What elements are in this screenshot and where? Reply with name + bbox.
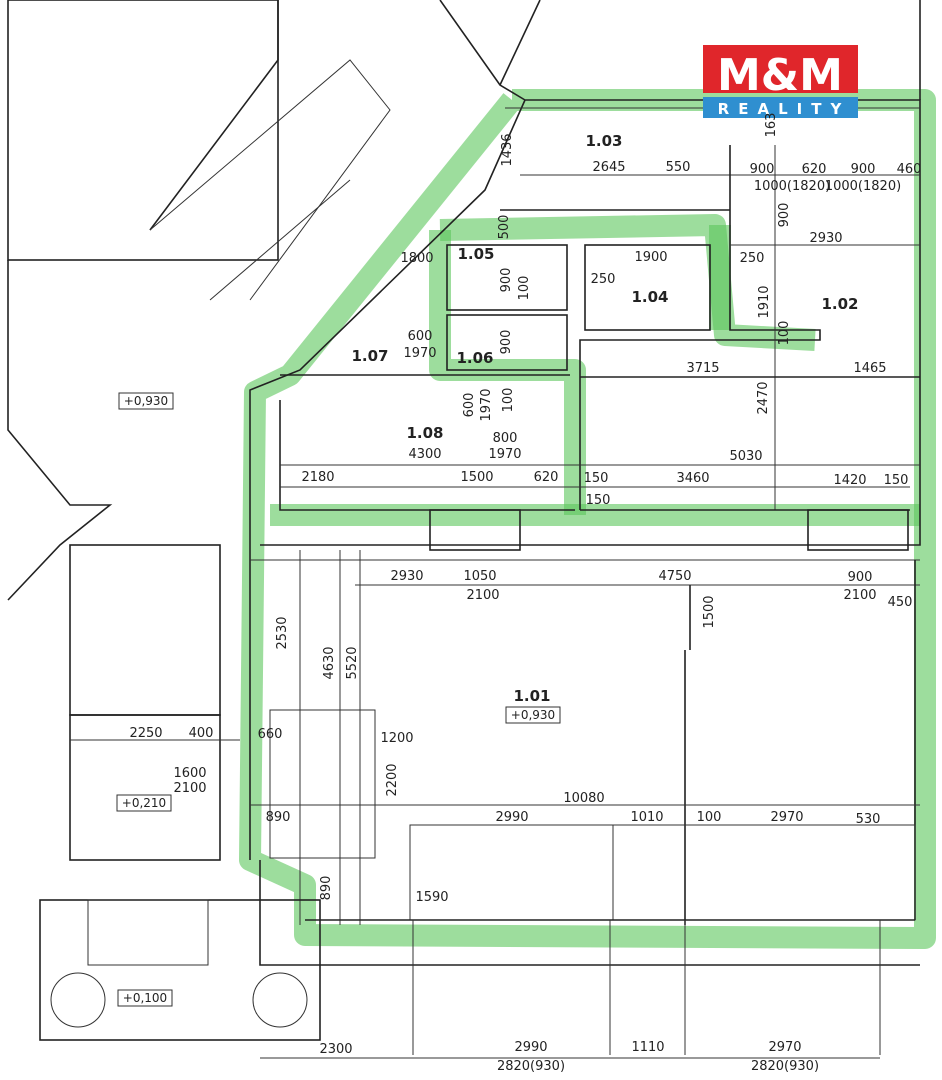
dimension-label-vertical: 100 (517, 276, 532, 301)
dimension-label-vertical: 1910 (757, 285, 772, 318)
dimension-label: 550 (666, 160, 691, 175)
dimension-label: 2180 (301, 470, 334, 485)
room-label: 1.04 (631, 288, 668, 306)
level-box (118, 392, 174, 410)
dimension-label: 1420 (833, 473, 866, 488)
dimension-label-vertical: 2530 (275, 616, 290, 649)
dimension-label: 150 (584, 471, 609, 486)
dimension-label: 1590 (415, 890, 448, 905)
dimension-label-vertical: 163 (764, 113, 779, 138)
dimension-label: 530 (856, 812, 881, 827)
room-label: 1.06 (456, 349, 493, 367)
dimension-label-vertical: 600 (462, 393, 477, 418)
dimension-label: 800 (493, 431, 518, 446)
highlight-outline (239, 89, 936, 949)
dimension-label: 400 (189, 726, 214, 741)
dimension-label: 2100 (466, 588, 499, 603)
level-box (116, 794, 172, 812)
dimension-label: 660 (258, 727, 283, 742)
dimension-label-vertical: 100 (777, 321, 792, 346)
dimension-label: 3715 (686, 361, 719, 376)
dimension-label: 4750 (658, 569, 691, 584)
room-label: 1.05 (457, 245, 494, 263)
dimension-label: 2970 (768, 1040, 801, 1055)
dimension-label: 1970 (403, 346, 436, 361)
dimension-label: 1500 (460, 470, 493, 485)
dimension-label-vertical: 4630 (322, 646, 337, 679)
room-label: 1.01 (513, 687, 550, 705)
logo-name: M&M (717, 50, 843, 101)
dimension-label: 900 (750, 162, 775, 177)
level-marker: +0,930 (511, 708, 555, 722)
dimension-label: 150 (586, 493, 611, 508)
dimension-label: 1800 (400, 251, 433, 266)
dimension-label: 1600 (173, 766, 206, 781)
dimension-label: 2930 (809, 231, 842, 246)
room-label: 1.02 (821, 295, 858, 313)
dimension-label: 2100 (843, 588, 876, 603)
dimension-label: 900 (851, 162, 876, 177)
dimension-label: 1010 (630, 810, 663, 825)
dimension-label: 2820(930) (497, 1059, 565, 1074)
level-box (117, 989, 173, 1007)
dimension-label: 1900 (634, 250, 667, 265)
room-label: 1.07 (351, 347, 388, 365)
dimension-label: 2930 (390, 569, 423, 584)
dimension-label: 450 (888, 595, 913, 610)
dimension-label: 10080 (563, 791, 604, 806)
dimension-label: 1970 (488, 447, 521, 462)
level-box (505, 706, 561, 724)
dimension-label-vertical: 900 (777, 203, 792, 228)
dimension-label: 2820(930) (751, 1059, 819, 1074)
dimension-label-vertical: 2200 (385, 763, 400, 796)
dimension-label-vertical: 5520 (345, 646, 360, 679)
dimension-label: 460 (897, 162, 922, 177)
room-label: 1.03 (585, 132, 622, 150)
level-marker: +0,930 (124, 394, 168, 408)
dimension-label: 250 (740, 251, 765, 266)
level-marker: +0,100 (123, 991, 167, 1005)
dimension-label: 100 (697, 810, 722, 825)
dimension-label: 620 (802, 162, 827, 177)
dimension-label: 1050 (463, 569, 496, 584)
dimension-label-vertical: 890 (319, 876, 334, 901)
dimension-label-vertical: 100 (501, 388, 516, 413)
dimension-label: 5030 (729, 449, 762, 464)
dimension-label: 620 (534, 470, 559, 485)
dimension-label: 600 (408, 329, 433, 344)
dimension-label: 1000(1820) (754, 179, 830, 194)
dimension-label: 250 (591, 272, 616, 287)
dimension-label: 3460 (676, 471, 709, 486)
dimension-label: 2990 (495, 810, 528, 825)
dimension-label-vertical: 900 (499, 330, 514, 355)
dimension-label: 150 (884, 473, 909, 488)
dimension-label-vertical: 2470 (756, 381, 771, 414)
dimension-label: 2970 (770, 810, 803, 825)
dimension-label: 2990 (514, 1040, 547, 1055)
dimension-label: 1465 (853, 361, 886, 376)
dimension-label-vertical: 1436 (500, 133, 515, 166)
dimension-label: 1000(1820) (825, 179, 901, 194)
dimension-label: 1110 (631, 1040, 664, 1055)
level-marker: +0,210 (122, 796, 166, 810)
dimension-label: 900 (848, 570, 873, 585)
dimension-label: 4300 (408, 447, 441, 462)
dimension-label: 2645 (592, 160, 625, 175)
dimension-label: 2300 (319, 1042, 352, 1057)
dimension-label: 2250 (129, 726, 162, 741)
dimension-label-vertical: 500 (497, 215, 512, 240)
dimension-label-vertical: 900 (499, 268, 514, 293)
walls (7, 0, 921, 1059)
room-label: 1.08 (406, 424, 443, 442)
dimension-label: 2100 (173, 781, 206, 796)
logo-subtitle: REALITY (718, 100, 851, 118)
mm-reality-logo: M&M REALITY (703, 45, 858, 118)
dimension-label: 1200 (380, 731, 413, 746)
dimension-label-vertical: 1500 (702, 595, 717, 628)
dimension-label: 890 (266, 810, 291, 825)
dimension-label-vertical: 1970 (479, 388, 494, 421)
